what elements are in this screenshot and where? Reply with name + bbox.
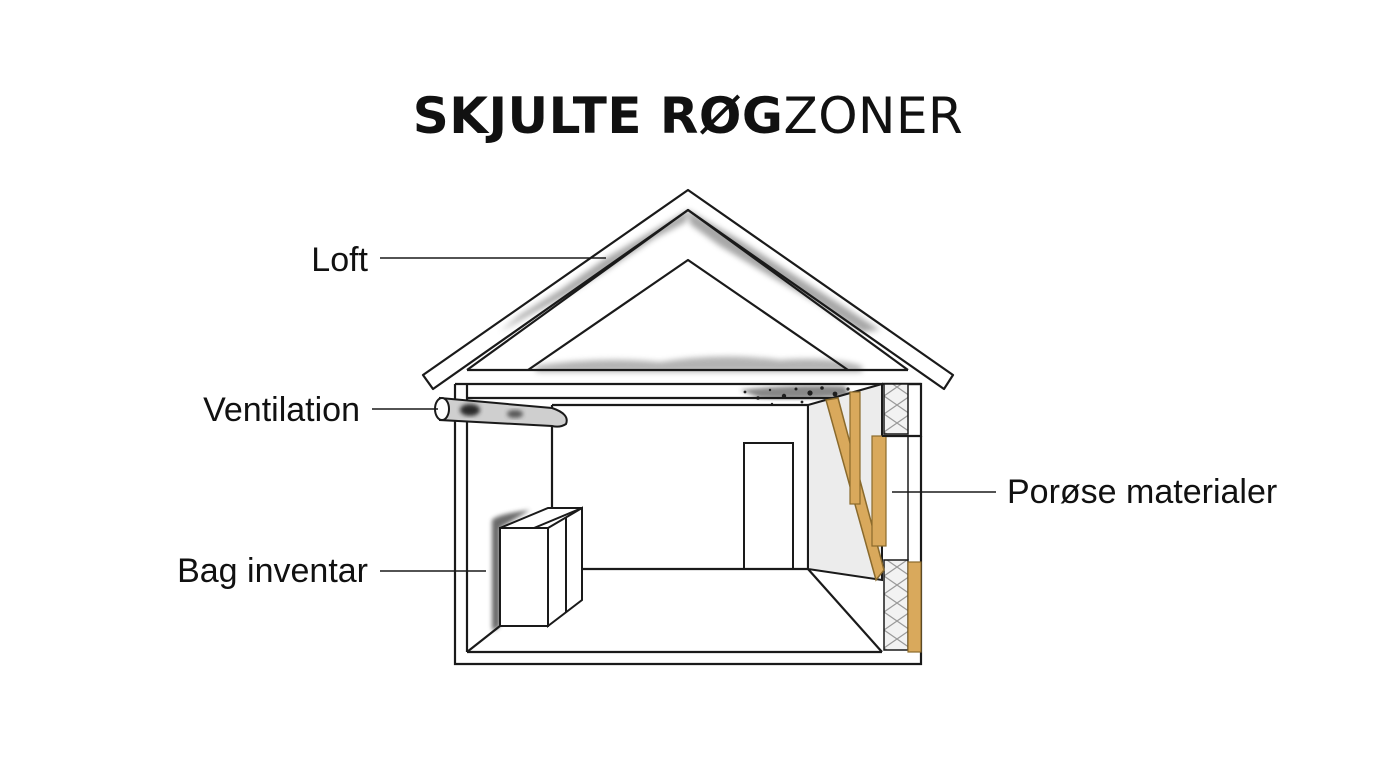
label-loft: Loft — [311, 241, 368, 279]
leader-lines — [372, 257, 996, 572]
label-porose-materialer: Porøse materialer — [1007, 473, 1278, 511]
title-bold-part: SKJULTE RØG — [412, 87, 784, 145]
house-structure — [453, 382, 923, 666]
label-ventilation: Ventilation — [203, 391, 360, 429]
title-light-part: ZONER — [783, 87, 964, 145]
diagram-title: SKJULTE RØGZONER — [0, 86, 1376, 146]
porous-wall-section — [807, 382, 922, 653]
attic-smoke — [500, 210, 880, 372]
ceiling-smoke — [740, 385, 850, 399]
door — [743, 442, 794, 570]
cabinet — [499, 506, 583, 629]
label-bag-inventar: Bag inventar — [177, 552, 368, 590]
ventilation-duct — [434, 396, 568, 428]
roof — [421, 188, 955, 391]
